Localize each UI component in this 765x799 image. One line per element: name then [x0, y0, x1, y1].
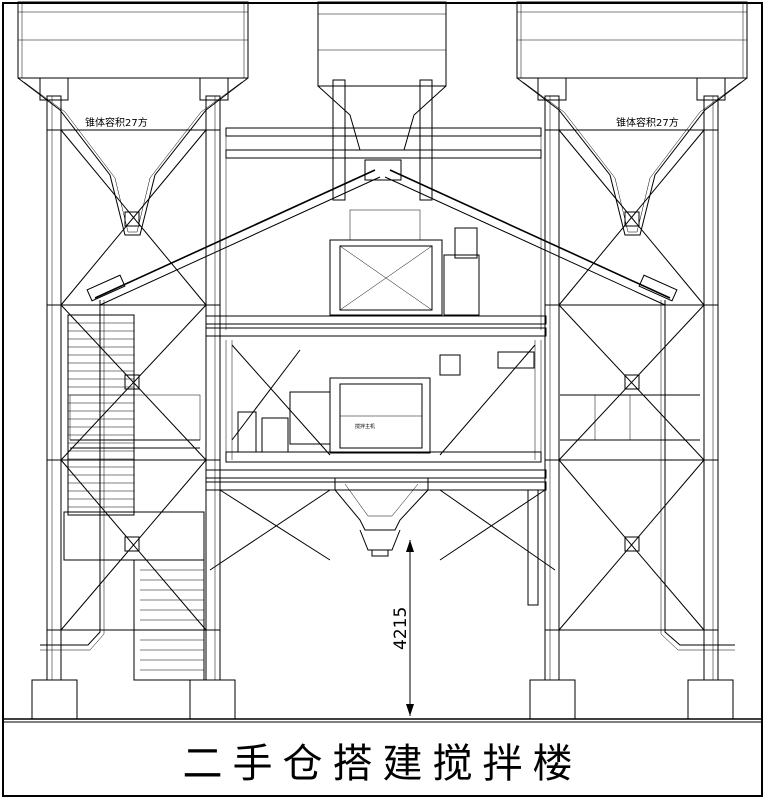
mixer	[289, 351, 535, 454]
support-column	[527, 489, 539, 606]
height-dimension-label: 4215	[391, 607, 411, 650]
silo-volume-left-label: 锥体容积27方	[85, 116, 148, 129]
silo-volume-right-label: 锥体容积27方	[616, 116, 679, 129]
height-dimension	[406, 540, 414, 716]
right-silo	[516, 1, 748, 720]
conveyors	[86, 159, 678, 306]
left-silo	[17, 1, 249, 720]
mixer-label: 搅拌主机	[355, 423, 375, 430]
left-pipe	[40, 300, 101, 646]
center-silo	[317, 1, 447, 201]
drawing-title: 二手仓搭建搅拌楼	[182, 740, 583, 787]
left-staircase	[63, 314, 205, 681]
control-boxes	[237, 411, 289, 453]
weigh-hoppers	[329, 209, 480, 316]
right-pipe	[664, 300, 735, 646]
discharge-hopper	[334, 478, 429, 557]
center-frame	[205, 127, 556, 571]
